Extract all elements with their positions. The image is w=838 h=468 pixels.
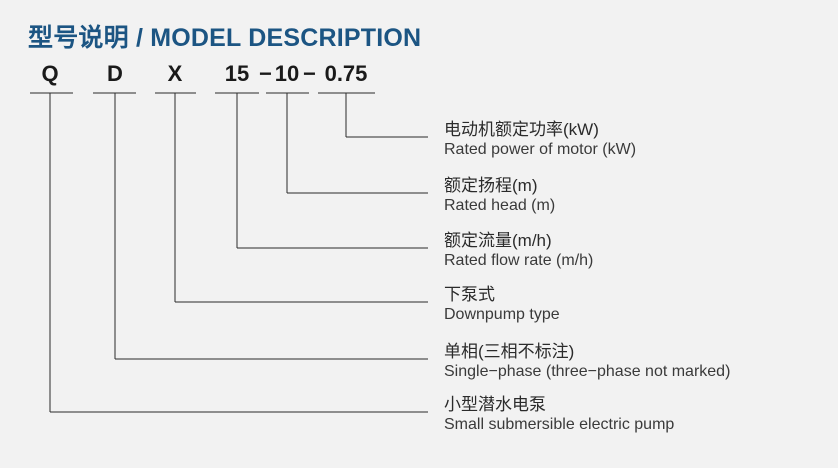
callout-label-cn: 额定流量(m/h) (444, 231, 552, 250)
callout-label-en: Single−phase (three−phase not marked) (444, 363, 731, 380)
model-code-segment: Q (41, 61, 59, 86)
model-code-segment: X (167, 61, 183, 86)
callout-label: 单相(三相不标注) Single−phase (three−phase not m… (444, 341, 730, 382)
callout-label-en: Rated power of motor (kW) (444, 141, 637, 158)
callout-label-cn: 单相(三相不标注) (444, 342, 575, 361)
model-code-separator: − (259, 61, 272, 86)
page-title: 型号说明 / MODEL DESCRIPTION (28, 24, 422, 52)
callout-label-en: Rated head (m) (444, 197, 556, 214)
callout-label-en: Downpump type (444, 306, 560, 323)
model-code-segment: D (107, 61, 123, 86)
callout-label-cn: 电动机额定功率(kW) (444, 120, 599, 139)
callout-label-cn: 小型潜水电泵 (444, 395, 546, 414)
model-code-segment: 0.75 (324, 61, 368, 86)
callout-label: 额定流量(m/h) Rated flow rate (m/h) (444, 230, 593, 271)
model-code-separator: − (303, 61, 316, 86)
callout-label: 小型潜水电泵 Small submersible electric pump (444, 394, 674, 435)
callout-label: 下泵式 Downpump type (444, 284, 560, 325)
model-code-segment: 10 (274, 61, 300, 86)
callout-label: 额定扬程(m) Rated head (m) (444, 175, 555, 216)
callout-label: 电动机额定功率(kW) Rated power of motor (kW) (444, 119, 636, 160)
callout-label-en: Rated flow rate (m/h) (444, 252, 594, 269)
model-code-segment: 15 (224, 61, 250, 86)
callout-label-cn: 下泵式 (444, 285, 495, 304)
callout-label-en: Small submersible electric pump (444, 416, 675, 433)
callout-label-cn: 额定扬程(m) (444, 176, 538, 195)
